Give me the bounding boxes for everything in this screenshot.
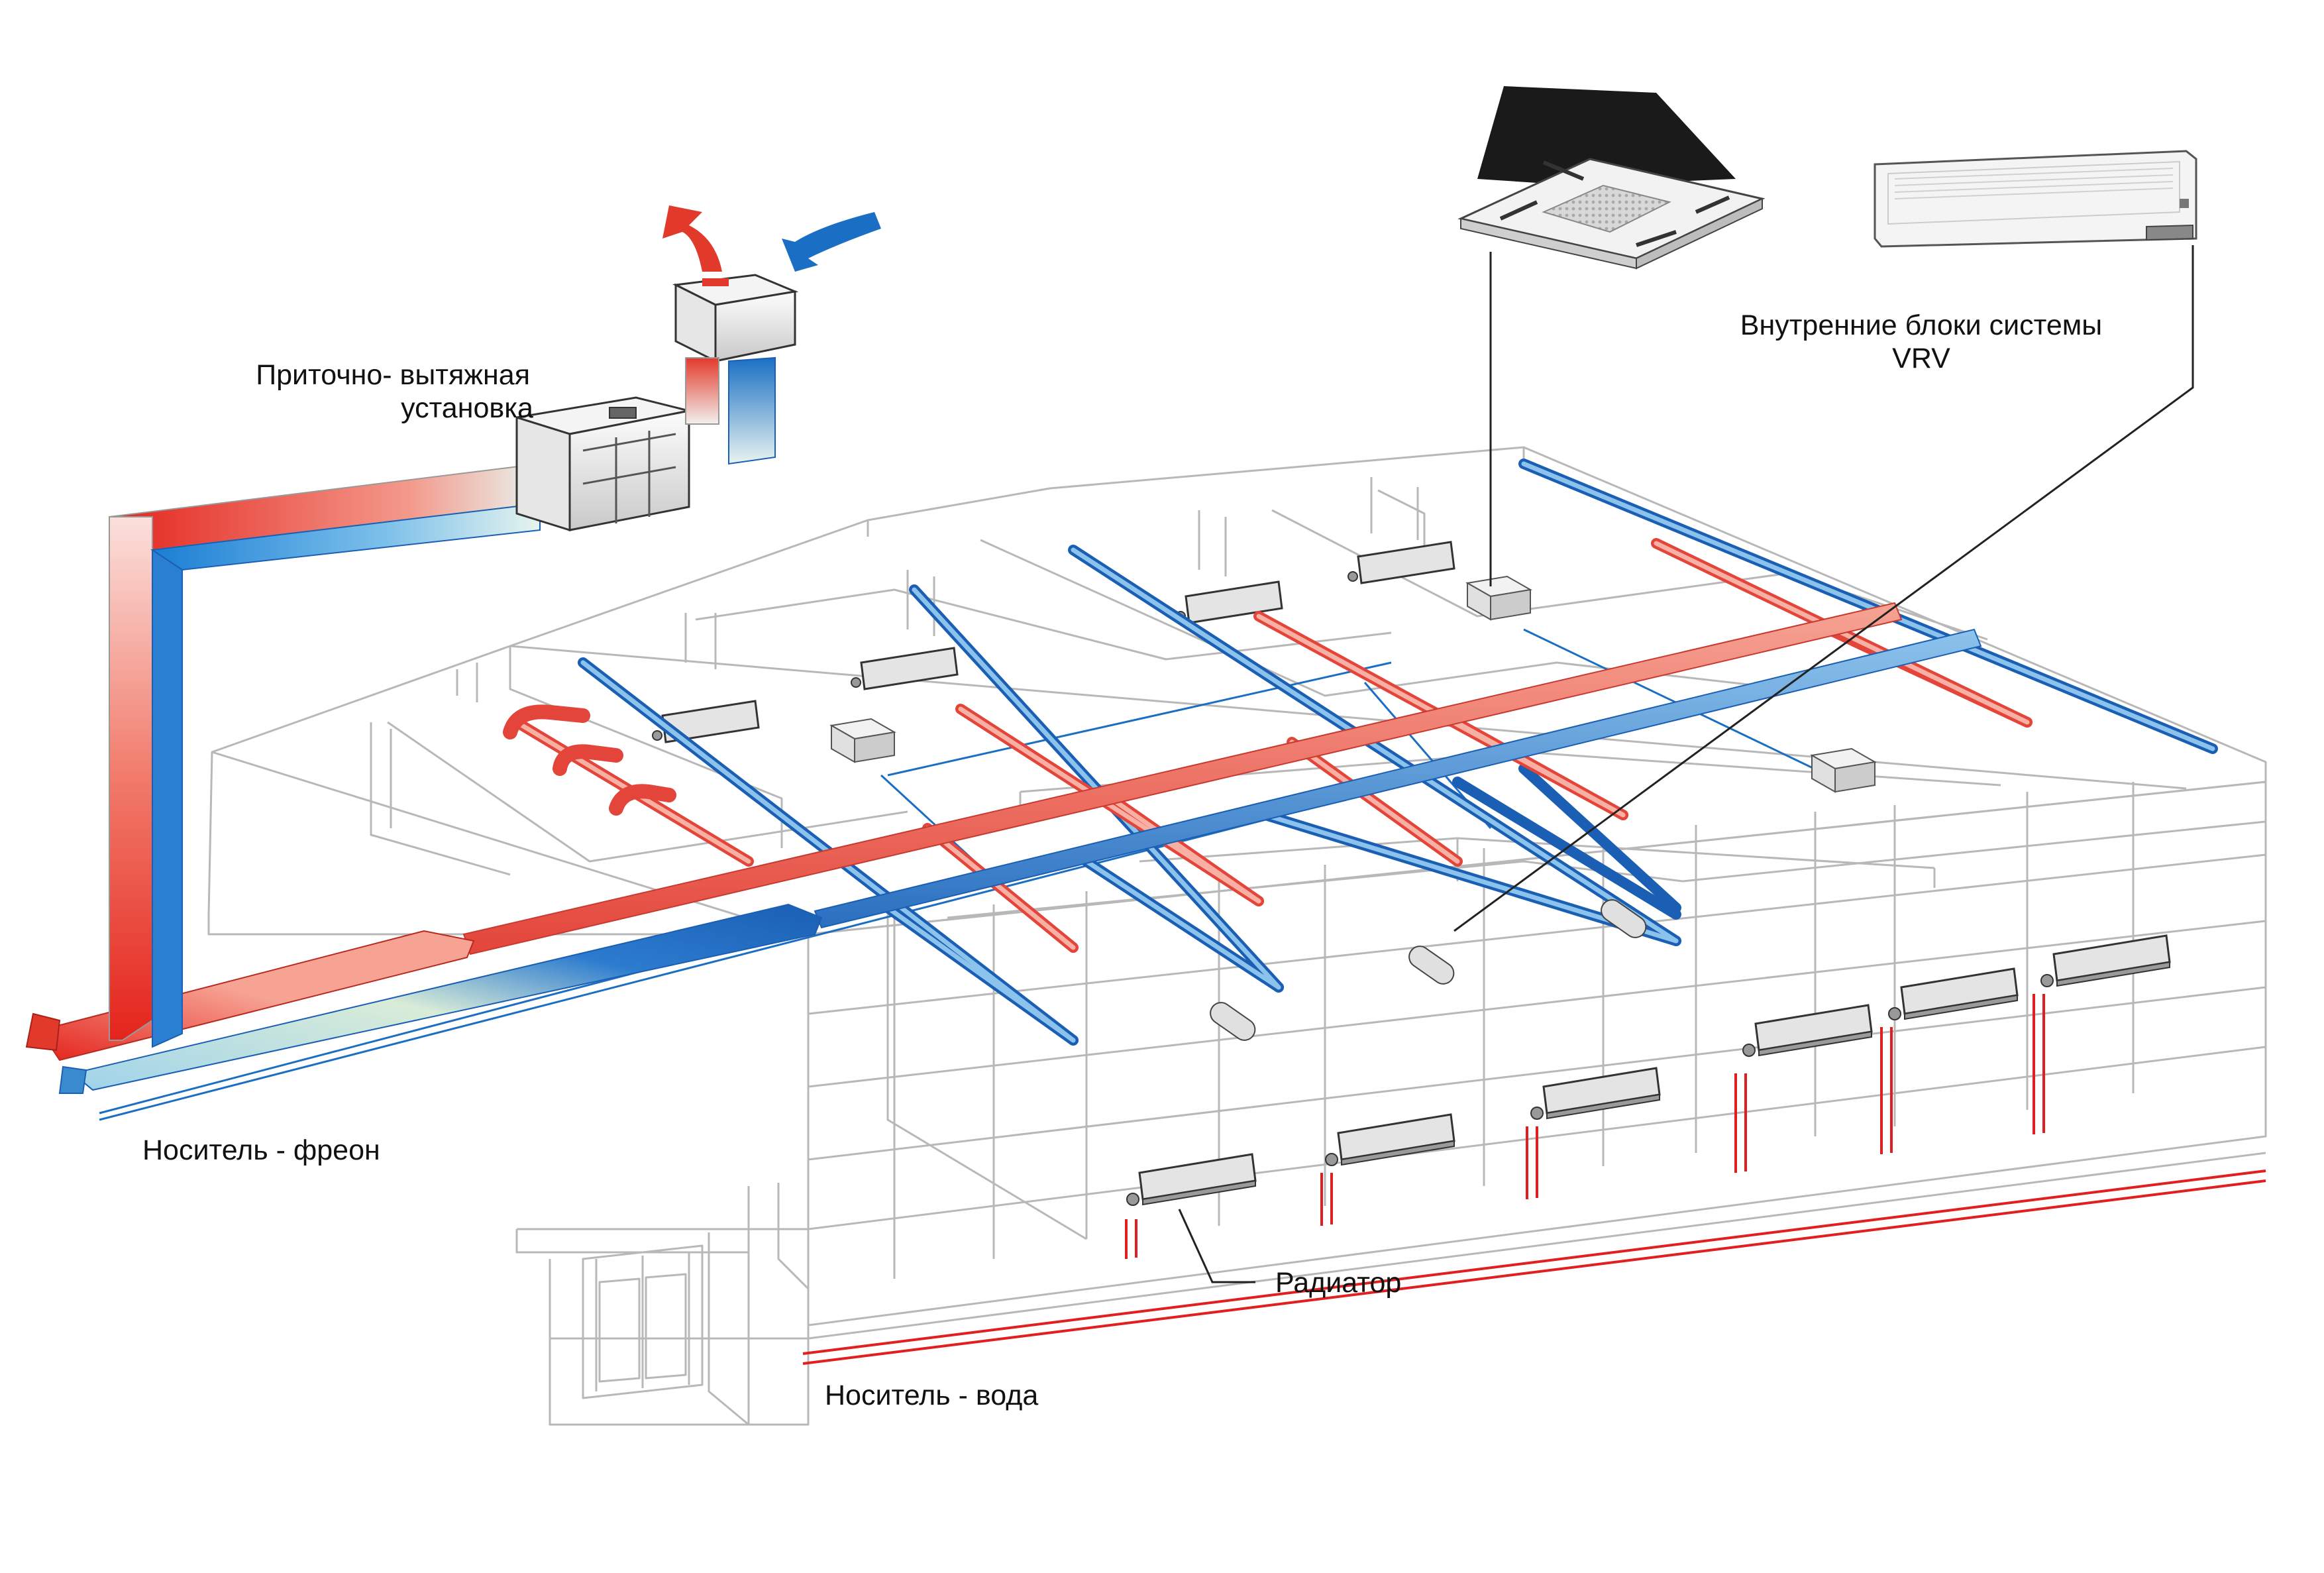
vrv-label-line1: Внутренние блоки системы	[1740, 309, 2102, 341]
radiators	[652, 541, 2171, 1206]
water-pipe-lines	[802, 994, 2266, 1365]
radiator-label: Радиатор	[1275, 1267, 1401, 1299]
red-main-duct	[462, 602, 1903, 955]
duct-indoor-units	[1210, 899, 1647, 1041]
vrv-label-line2: VRV	[1892, 343, 1950, 374]
radiator-unit	[1530, 1067, 1661, 1120]
freon-label: Носитель - фреон	[142, 1134, 380, 1166]
radiator-unit	[2040, 934, 2171, 987]
labels: Приточно- вытяжная установка Внутренние …	[142, 309, 2102, 1411]
main-ducts	[25, 602, 1982, 1094]
leader-lines	[1178, 245, 2194, 1283]
radiator-unit	[652, 700, 760, 743]
radiator-unit	[1742, 1004, 1873, 1057]
ahu-label-line2: установка	[401, 392, 533, 424]
air-handling-unit	[515, 205, 881, 532]
radiator-unit	[1888, 967, 2019, 1020]
radiator-unit	[851, 647, 959, 690]
riser-ducts	[109, 462, 541, 1048]
radiator-unit	[1126, 1153, 1257, 1206]
ceiling-cassette-boxes	[829, 575, 1877, 793]
ahu-label-line1: Приточно- вытяжная	[256, 359, 530, 391]
radiator-unit	[1347, 541, 1455, 584]
water-label: Носитель - вода	[825, 1380, 1038, 1411]
radiator-unit	[1325, 1113, 1455, 1166]
exhaust-air-arrow-icon	[662, 205, 722, 272]
fresh-air-arrow-icon	[782, 212, 881, 272]
vrv-wall-unit	[1874, 150, 2197, 248]
vrv-cassette-unit	[1457, 86, 1766, 270]
